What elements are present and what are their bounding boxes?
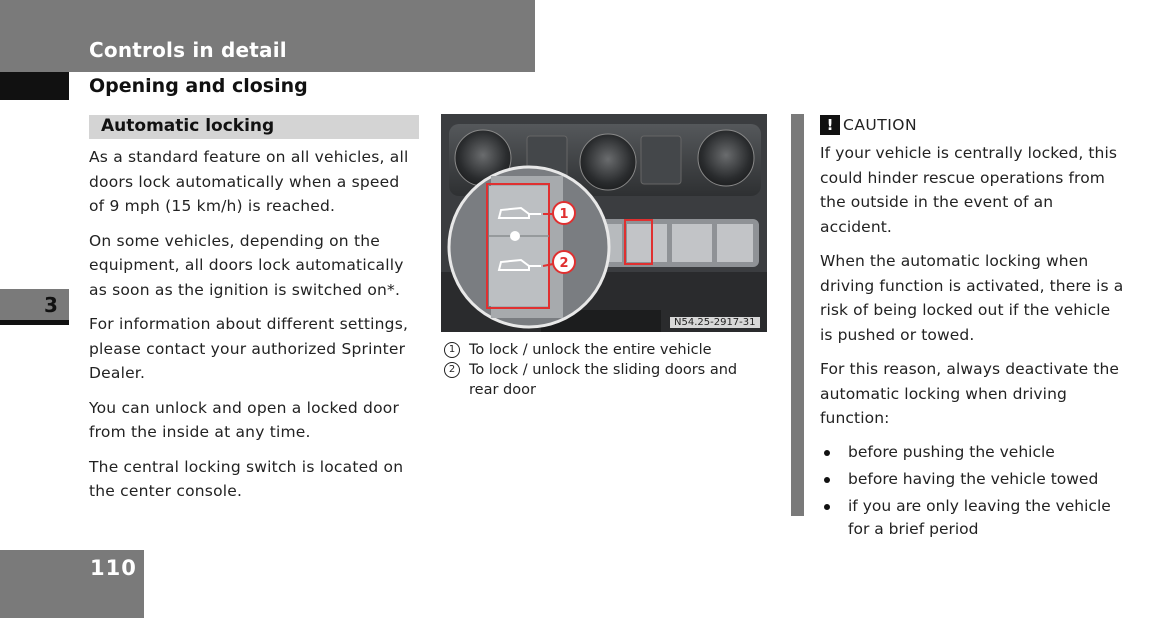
page-number: 110 [90,556,137,580]
chapter-number: 3 [44,293,58,317]
center-console-photo: 1 2 [441,114,767,332]
console-illustration: 1 2 [441,114,767,332]
caption-number: 2 [444,362,460,378]
sliding-door-lock-icon [497,258,541,271]
caution-paragraph: When the automatic locking when driving … [820,252,1124,344]
caption-text: To lock / unlock the entire vehicle [469,342,712,358]
caution-paragraph: For this reason, always deactivate the a… [820,360,1120,427]
paragraph: For information about different settings… [89,315,409,382]
paragraph: You can unlock and open a locked door fr… [89,398,400,442]
subheading: Automatic locking [101,116,275,136]
callout-2: 2 [559,256,568,271]
subheading-bar: Automatic locking [89,115,419,139]
paragraph: On some vehicles, depending on the equip… [89,231,404,299]
caution-bullet-list: before pushing the vehicle before having… [820,441,1125,541]
vehicle-lock-icon [497,206,541,219]
page-number-box [0,550,144,618]
caution-title: CAUTION [843,116,918,134]
caption-text: To lock / unlock the sliding doors and r… [469,362,738,398]
caption-item: 1 To lock / unlock the entire vehicle [441,340,771,360]
bullet-item: before having the vehicle towed [820,468,1125,491]
caution-header: ! CAUTION [820,115,917,135]
caution-paragraph: If your vehicle is centrally locked, thi… [820,144,1118,236]
bullet-item: before pushing the vehicle [820,441,1125,464]
chapter-tab [0,289,69,320]
left-column: As a standard feature on all vehicles, a… [89,145,419,514]
chapter-tab-underline [0,320,69,325]
caption-number: 1 [444,342,460,358]
callout-1: 1 [559,207,568,222]
header-bar [0,0,535,72]
warning-icon: ! [820,115,840,135]
section-title: Opening and closing [89,75,308,97]
caption-item: 2 To lock / unlock the sliding doors and… [441,360,771,400]
figure-code: N54.25-2917-31 [670,317,760,328]
paragraph: The central locking switch is located on… [89,457,404,501]
section-marker [0,72,69,100]
paragraph: As a standard feature on all vehicles, a… [89,148,409,215]
bullet-item: if you are only leaving the vehicle for … [820,495,1125,541]
chapter-title: Controls in detail [89,38,287,62]
caution-side-bar [791,114,804,516]
caution-body: If your vehicle is centrally locked, thi… [820,141,1125,545]
figure-captions: 1 To lock / unlock the entire vehicle 2 … [441,340,771,400]
